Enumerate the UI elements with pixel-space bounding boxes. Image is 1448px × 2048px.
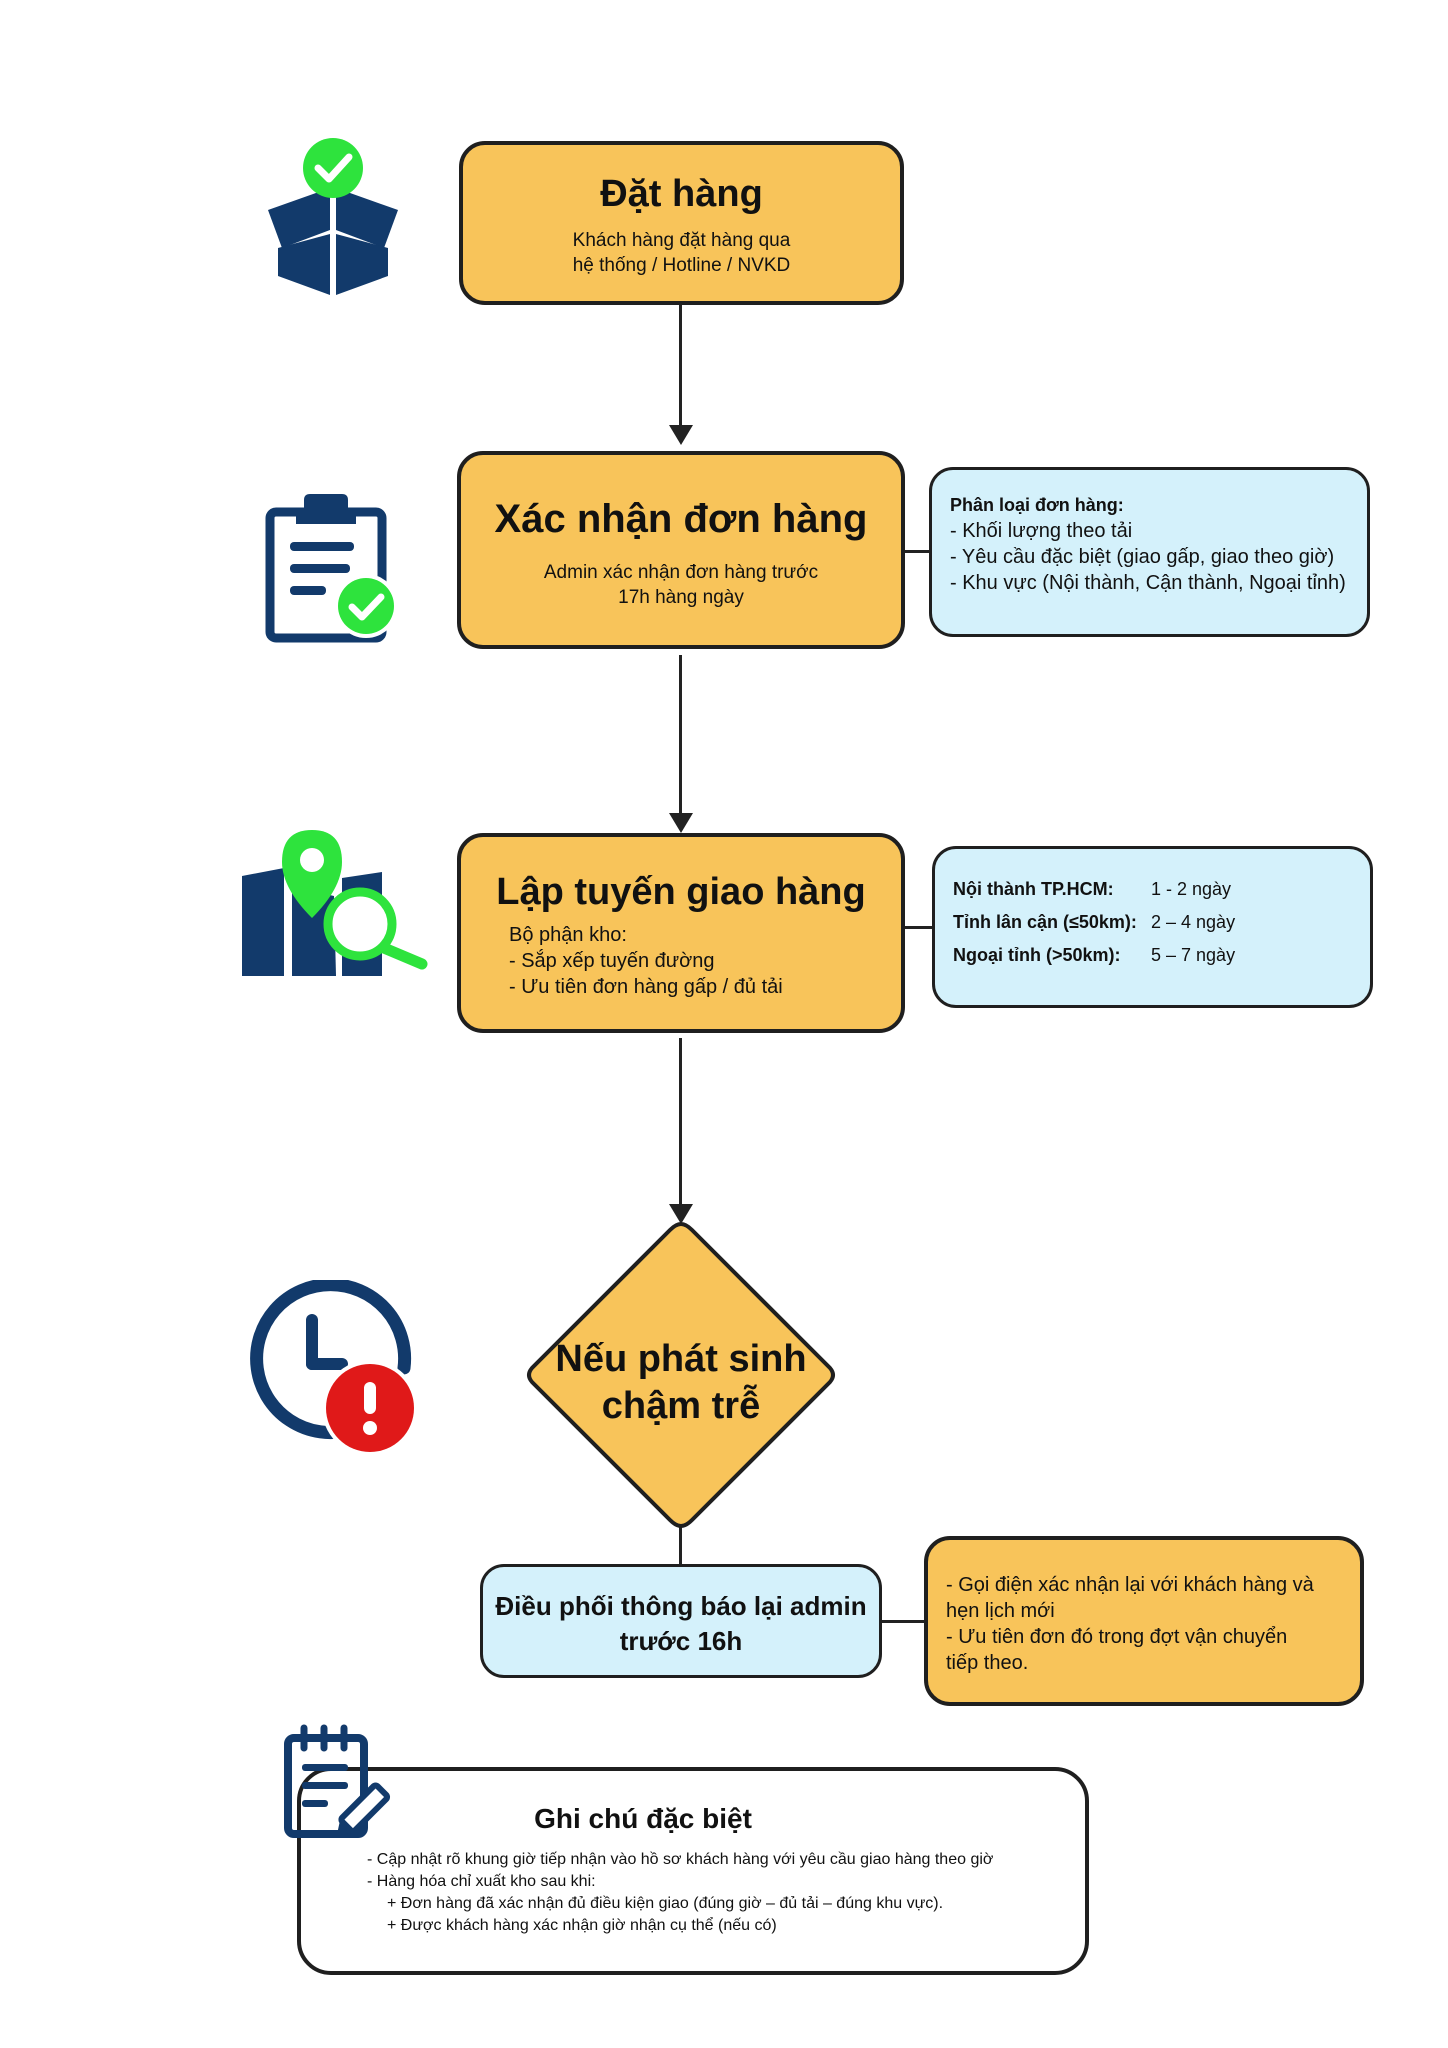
step-place-order: Đặt hàng Khách hàng đặt hàng qua hệ thốn…	[459, 141, 904, 305]
step-notify-admin-line-1: Điều phối thông báo lại admin	[495, 1591, 867, 1621]
step-confirm-order: Xác nhận đơn hàng Admin xác nhận đơn hàn…	[457, 451, 905, 649]
special-note-line: + Đơn hàng đã xác nhận đủ điều kiện giao…	[387, 1895, 944, 1912]
step-confirm-order-desc-1: Admin xác nhận đơn hàng trước	[543, 562, 819, 583]
step-route-planning-desc-3: - Ưu tiên đơn hàng gấp / đủ tải	[509, 976, 783, 998]
step-notify-admin-line-2: trước 16h	[619, 1626, 743, 1656]
classification-item: - Yêu cầu đặc biệt (giao gấp, giao theo …	[950, 546, 1335, 568]
step-place-order-desc-1: Khách hàng đặt hàng qua	[572, 230, 791, 251]
step-route-planning-title: Lập tuyến giao hàng	[496, 871, 866, 913]
arrow-head-1	[669, 425, 693, 445]
arrow-head-2	[669, 813, 693, 833]
delay-action-box: - Gọi điện xác nhận lại với khách hàng v…	[924, 1536, 1364, 1706]
clipboard-check-icon	[265, 494, 398, 643]
connector-side-5	[880, 1620, 925, 1623]
delivery-time: 1 - 2 ngày	[1151, 879, 1232, 899]
special-note-box: Ghi chú đặc biệt - Cập nhật rõ khung giờ…	[297, 1767, 1089, 1975]
step-confirm-order-title: Xác nhận đơn hàng	[494, 497, 868, 541]
delivery-region: Tỉnh lân cận (≤50km):	[953, 912, 1137, 932]
classification-item: - Khối lượng theo tải	[950, 520, 1133, 542]
delay-action-line: - Ưu tiên đơn đó trong đợt vận chuyển	[946, 1626, 1288, 1648]
arrow-head-3	[669, 1204, 693, 1224]
connector-3-4	[679, 1038, 682, 1210]
connector-1-2	[679, 305, 682, 431]
delivery-time-row: Tỉnh lân cận (≤50km): 2 – 4 ngày	[953, 912, 1370, 945]
delivery-region: Ngoại tỉnh (>50km):	[953, 945, 1121, 965]
connector-4-5	[679, 1522, 682, 1564]
delivery-region: Nội thành TP.HCM:	[953, 879, 1114, 899]
delay-action-line: tiếp theo.	[946, 1652, 1029, 1674]
step-place-order-title: Đặt hàng	[600, 173, 763, 215]
classification-item: - Khu vực (Nội thành, Cận thành, Ngoại t…	[950, 572, 1346, 594]
decision-line-2: chậm trễ	[601, 1385, 761, 1427]
connector-2-3	[679, 655, 682, 819]
step-route-planning: Lập tuyến giao hàng Bộ phận kho: - Sắp x…	[457, 833, 905, 1033]
delivery-time: 2 – 4 ngày	[1151, 912, 1236, 932]
special-note-line: - Hàng hóa chỉ xuất kho sau khi:	[367, 1873, 596, 1890]
connector-side-3	[903, 926, 933, 929]
special-note-line: + Được khách hàng xác nhận giờ nhận cụ t…	[387, 1917, 777, 1934]
step-notify-admin: Điều phối thông báo lại admin trước 16h	[480, 1564, 882, 1678]
decision-line-1: Nếu phát sinh	[555, 1338, 807, 1380]
delivery-time: 5 – 7 ngày	[1151, 945, 1236, 965]
delivery-time-row: Ngoại tỉnh (>50km): 5 – 7 ngày	[953, 945, 1370, 978]
delivery-time-box: Nội thành TP.HCM: 1 - 2 ngày Tỉnh lân cậ…	[932, 846, 1373, 1008]
notepad-pen-icon	[284, 1724, 391, 1838]
step-confirm-order-desc-2: 17h hàng ngày	[618, 587, 744, 608]
connector-side-2	[903, 550, 931, 553]
classification-title: Phân loại đơn hàng:	[950, 495, 1124, 515]
delivery-time-row: Nội thành TP.HCM: 1 - 2 ngày	[953, 879, 1370, 912]
special-note-line: - Cập nhật rõ khung giờ tiếp nhận vào hồ…	[367, 1851, 994, 1868]
clock-alert-icon	[250, 1280, 418, 1456]
special-note-title: Ghi chú đặc biệt	[534, 1803, 752, 1834]
map-search-icon	[242, 830, 428, 976]
delay-decision-diamond	[527, 1221, 835, 1529]
step-place-order-desc-2: hệ thống / Hotline / NVKD	[572, 255, 791, 276]
step-route-planning-desc-2: - Sắp xếp tuyến đường	[509, 950, 715, 972]
box-check-icon	[268, 138, 398, 295]
delay-action-line: - Gọi điện xác nhận lại với khách hàng v…	[946, 1574, 1314, 1596]
delay-action-line: hẹn lịch mới	[946, 1600, 1055, 1622]
step-route-planning-desc-1: Bộ phận kho:	[509, 924, 627, 946]
order-classification-box: Phân loại đơn hàng: - Khối lượng theo tả…	[929, 467, 1370, 637]
